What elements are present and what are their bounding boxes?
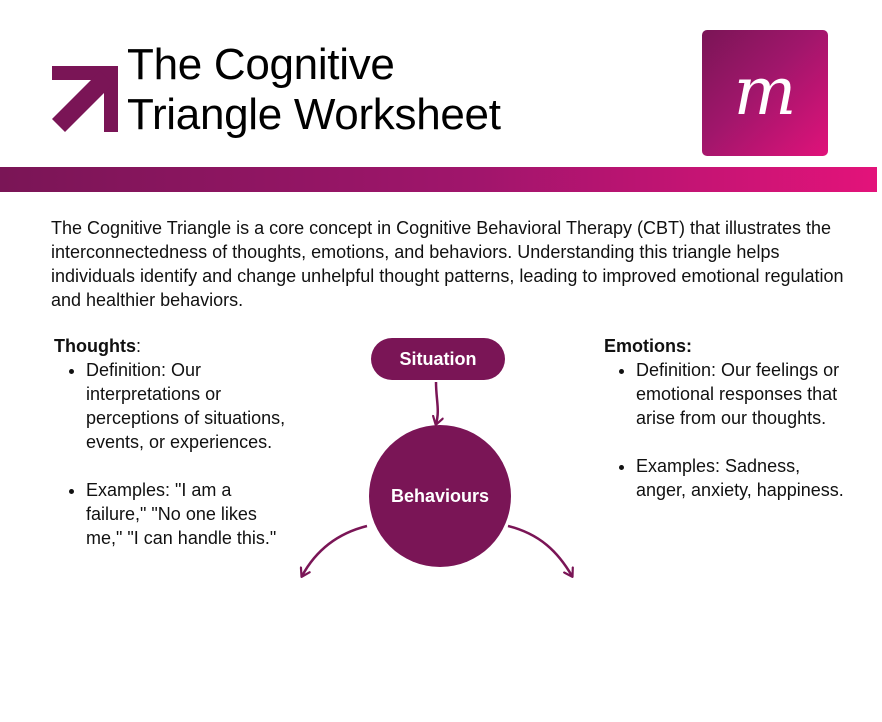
- emotions-section: Emotions: Definition: Our feelings or em…: [604, 334, 854, 526]
- intro-paragraph: The Cognitive Triangle is a core concept…: [51, 218, 844, 310]
- page-title: The Cognitive Triangle Worksheet: [127, 40, 501, 140]
- situation-pill: [371, 338, 505, 380]
- thoughts-definition: Definition: Our interpretations or perce…: [86, 358, 294, 454]
- behaviours-circle: [369, 425, 511, 567]
- thoughts-heading-colon: :: [135, 336, 141, 356]
- emotions-heading: Emotions:: [604, 336, 692, 356]
- title-line-1: The Cognitive: [127, 40, 395, 89]
- brand-logo: m: [702, 30, 828, 156]
- emotions-examples: Examples: Sadness, anger, anxiety, happi…: [636, 454, 854, 502]
- emotions-list: Definition: Our feelings or emotional re…: [604, 358, 854, 502]
- thoughts-list: Definition: Our interpretations or perce…: [54, 358, 294, 550]
- thoughts-section: Thoughts: Definition: Our interpretation…: [54, 334, 294, 574]
- header-gradient-band: [0, 167, 877, 192]
- thoughts-heading: Thoughts:: [54, 334, 294, 358]
- arrow-up-right-icon: [52, 66, 118, 132]
- emotions-definition: Definition: Our feelings or emotional re…: [636, 358, 854, 430]
- thoughts-heading-text: Thoughts: [54, 336, 136, 356]
- title-line-2: Triangle Worksheet: [127, 90, 501, 139]
- behaviours-label: Behaviours: [391, 486, 489, 506]
- logo-letter: m: [734, 53, 797, 130]
- situation-label: Situation: [400, 349, 477, 369]
- arrow-to-thoughts: [302, 524, 368, 576]
- cognitive-triangle-diagram: Situation Behaviours: [290, 338, 590, 600]
- arrow-to-emotions: [507, 524, 572, 576]
- thoughts-examples: Examples: "I am a failure," "No one like…: [86, 478, 294, 550]
- arrow-situation-to-behaviours: [436, 381, 438, 424]
